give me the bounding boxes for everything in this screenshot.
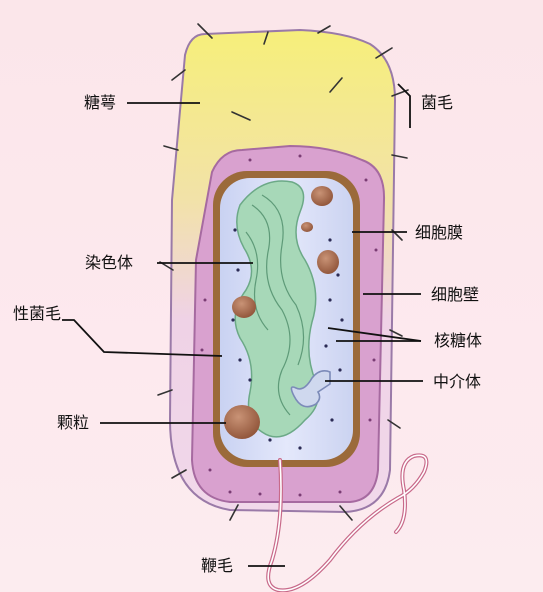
label-cell-membrane: 细胞膜 [415, 224, 463, 242]
label-sex-pilus: 性菌毛 [13, 305, 61, 323]
granule [311, 186, 333, 206]
label-mesosome: 中介体 [433, 373, 481, 391]
granule [232, 296, 256, 318]
label-flagellum: 鞭毛 [201, 557, 233, 575]
label-cell-wall: 细胞壁 [431, 286, 479, 304]
granule [301, 222, 313, 232]
granule [224, 405, 260, 439]
label-pili: 菌毛 [421, 94, 453, 112]
label-chromosome: 染色体 [85, 254, 133, 272]
label-ribosome: 核糖体 [434, 332, 482, 350]
granule [317, 250, 339, 274]
label-capsule: 糖萼 [84, 94, 116, 112]
label-granule: 颗粒 [57, 414, 89, 432]
